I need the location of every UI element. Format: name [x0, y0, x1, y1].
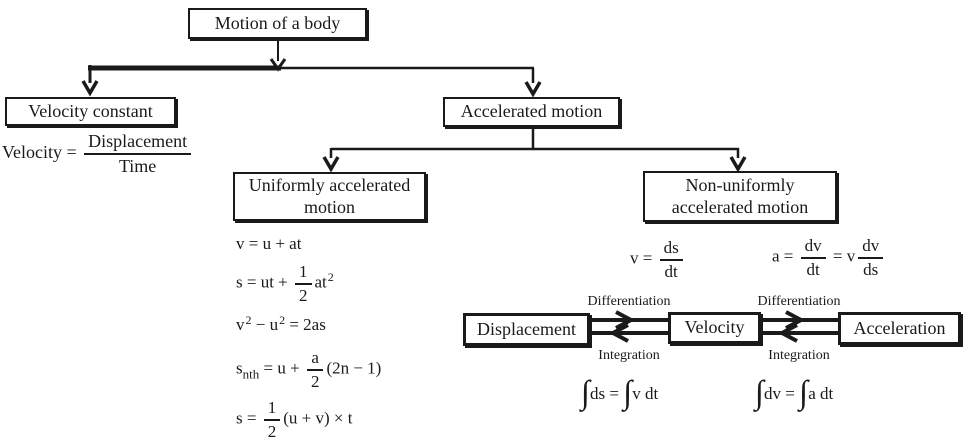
node-uniform-label-line1: Uniformly accelerated	[248, 174, 411, 195]
integral-sign-icon: ∫	[755, 375, 765, 411]
eq2-exponent: 2	[327, 270, 334, 285]
eq2-frac-den: 2	[299, 285, 308, 305]
eq4-frac-num: a	[306, 348, 324, 371]
aeq-pre: a =	[772, 246, 798, 266]
eq3-exp2: 2	[279, 313, 286, 327]
int-right-a: dv =	[764, 384, 800, 403]
aeq-frac1-den: dt	[806, 259, 820, 279]
eq5-frac-den: 2	[267, 421, 277, 441]
node-velocity-constant: Velocity constant	[5, 97, 176, 126]
node-displacement-label: Displacement	[477, 318, 576, 339]
integral-sign-icon: ∫	[581, 375, 591, 411]
int-left-a: ds =	[590, 384, 624, 403]
node-displacement: Displacement	[463, 313, 590, 346]
node-non-uniformly-accelerated-motion: Non-uniformly accelerated motion	[643, 171, 837, 222]
node-motion-of-a-body: Motion of a body	[188, 8, 367, 39]
accelerated-arrow-icon	[524, 81, 542, 98]
chain2-differentiation-chevron-icon	[785, 310, 806, 330]
aeq-frac2-num: dv	[858, 236, 884, 259]
node-nonuniform-label-line2: accelerated motion	[671, 196, 809, 217]
eq4-subscript-nth: nth	[242, 366, 260, 382]
eq2-frac-num: 1	[295, 262, 312, 285]
velocity-formula-denominator: Time	[118, 155, 157, 176]
node-motion-of-a-body-label: Motion of a body	[214, 12, 341, 33]
formula-integral-ds-v-dt: ∫ds = ∫v dt	[581, 377, 658, 410]
eq4-mid: = u +	[259, 358, 304, 378]
eq3-exp1: 2	[245, 313, 252, 327]
aeq-frac2-den: ds	[863, 259, 879, 279]
differentiation-label-1: Differentiation	[587, 294, 671, 309]
eq4-frac-den: 2	[310, 371, 320, 391]
node-velocity: Velocity	[668, 312, 761, 344]
velocity-formula-numerator: Displacement	[84, 131, 192, 155]
formula-v-u-at: v = u + at	[236, 234, 301, 254]
node-velocity-constant-label: Velocity constant	[28, 100, 153, 121]
veq-frac-den: dt	[664, 261, 678, 281]
int-left-b: v dt	[632, 384, 659, 403]
aeq-frac1-num: dv	[800, 236, 826, 259]
eq2-pre: s = ut +	[236, 272, 293, 292]
velocity-formula-lhs: Velocity =	[2, 141, 82, 162]
veq-frac-num: ds	[659, 238, 683, 261]
differentiation-label-2: Differentiation	[757, 294, 841, 309]
chain2-integration-chevron-icon	[777, 323, 798, 343]
nonuniform-arrow-icon	[729, 156, 747, 173]
integral-sign-icon: ∫	[623, 375, 633, 411]
eq3-v: v	[236, 315, 245, 334]
eq4-s: s	[236, 358, 243, 378]
uniform-arrow-icon	[322, 156, 340, 173]
formula-v2-u2-2as: v2 − u2 = 2as	[236, 313, 326, 335]
eq3-tail: = 2as	[285, 315, 326, 334]
velocity-constant-arrow-icon	[81, 80, 99, 97]
formula-integral-dv-a-dt: ∫dv = ∫a dt	[755, 377, 833, 410]
eq5-pre: s =	[236, 408, 261, 428]
node-acceleration-label: Acceleration	[853, 317, 946, 338]
node-accelerated-motion-label: Accelerated motion	[460, 101, 603, 122]
integration-label-2: Integration	[768, 348, 830, 363]
eq2-base: at	[314, 272, 327, 292]
node-nonuniform-label-line1: Non-uniformly	[685, 174, 795, 195]
integral-sign-icon: ∫	[799, 375, 809, 411]
veq-pre: v =	[630, 248, 657, 268]
node-accelerated-motion: Accelerated motion	[443, 97, 620, 127]
node-uniform-label-line2: motion	[303, 196, 355, 217]
int-right-b: a dt	[808, 384, 834, 403]
eq5-tail: (u + v) × t	[283, 408, 353, 428]
aeq-mid: = v	[828, 246, 856, 266]
node-velocity-label: Velocity	[684, 317, 745, 338]
chain1-integration-chevron-icon	[608, 323, 629, 343]
node-acceleration: Acceleration	[838, 312, 961, 345]
node-uniformly-accelerated-motion: Uniformly accelerated motion	[233, 172, 426, 221]
eq5-frac-num: 1	[263, 398, 281, 421]
eq4-tail: (2n − 1)	[326, 358, 382, 378]
chain1-differentiation-chevron-icon	[615, 310, 636, 330]
eq3-mid: − u	[251, 315, 279, 334]
eq1-text: v = u + at	[236, 234, 302, 253]
integration-label-1: Integration	[598, 348, 660, 363]
